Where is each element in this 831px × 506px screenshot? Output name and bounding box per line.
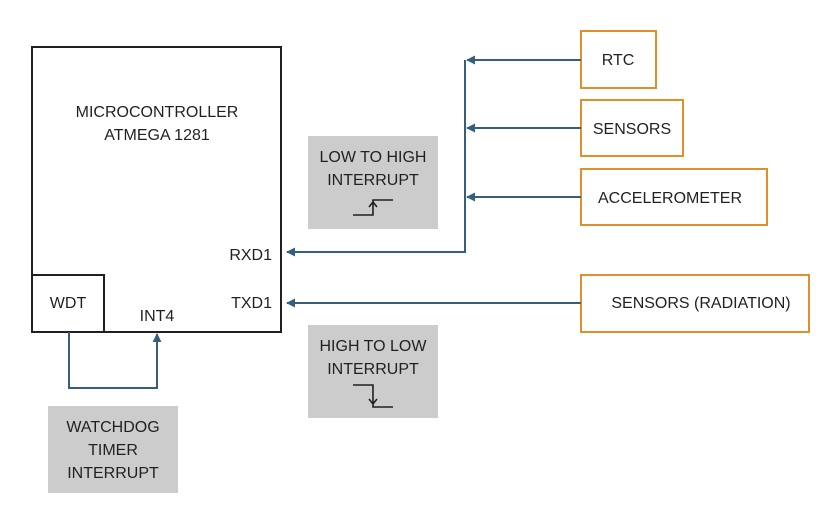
int4-pin-label: INT4: [140, 308, 175, 325]
watchdog-line-3: INTERRUPT: [67, 465, 159, 482]
rxd1-pin-label: RXD1: [229, 247, 272, 264]
watchdog-line-2: TIMER: [88, 442, 138, 459]
falling-edge-icon: [353, 384, 393, 408]
wiring: [68, 55, 581, 389]
sensors-radiation-box: SENSORS (RADIATION): [580, 274, 810, 333]
high-to-low-interrupt-note: HIGH TO LOW INTERRUPT: [308, 325, 438, 418]
rtc-label: RTC: [602, 52, 635, 69]
low-to-high-line-1: LOW TO HIGH: [320, 149, 427, 166]
accelerometer-box: ACCELEROMETER: [580, 168, 768, 226]
high-to-low-line-1: HIGH TO LOW: [320, 338, 428, 355]
rxd1-bus-arrow: [286, 60, 466, 257]
rising-edge-icon: [353, 199, 393, 216]
wdt-to-int4-arrow: [68, 332, 162, 389]
mcu-title-line-1: MICROCONTROLLER: [76, 104, 239, 121]
wdt-label: WDT: [50, 295, 87, 312]
sensors-radiation-label: SENSORS (RADIATION): [611, 295, 790, 312]
low-to-high-interrupt-note: LOW TO HIGH INTERRUPT: [308, 136, 438, 229]
wdt-block: WDT: [31, 274, 105, 333]
rising-edge-arrow-icon: [368, 200, 378, 208]
watchdog-timer-interrupt-note: WATCHDOG TIMER INTERRUPT: [48, 406, 178, 493]
txd1-pin-label: TXD1: [231, 295, 272, 312]
high-to-low-line-2: INTERRUPT: [327, 361, 419, 378]
rtc-box: RTC: [580, 30, 657, 89]
accelerometer-label: ACCELEROMETER: [598, 190, 742, 207]
mcu-title-line-2: ATMEGA 1281: [104, 127, 210, 144]
low-to-high-line-2: INTERRUPT: [327, 172, 419, 189]
sensors-box: SENSORS: [580, 99, 684, 157]
sensors-label: SENSORS: [593, 121, 671, 138]
watchdog-line-1: WATCHDOG: [66, 419, 159, 436]
falling-edge-arrow-icon: [368, 398, 378, 406]
